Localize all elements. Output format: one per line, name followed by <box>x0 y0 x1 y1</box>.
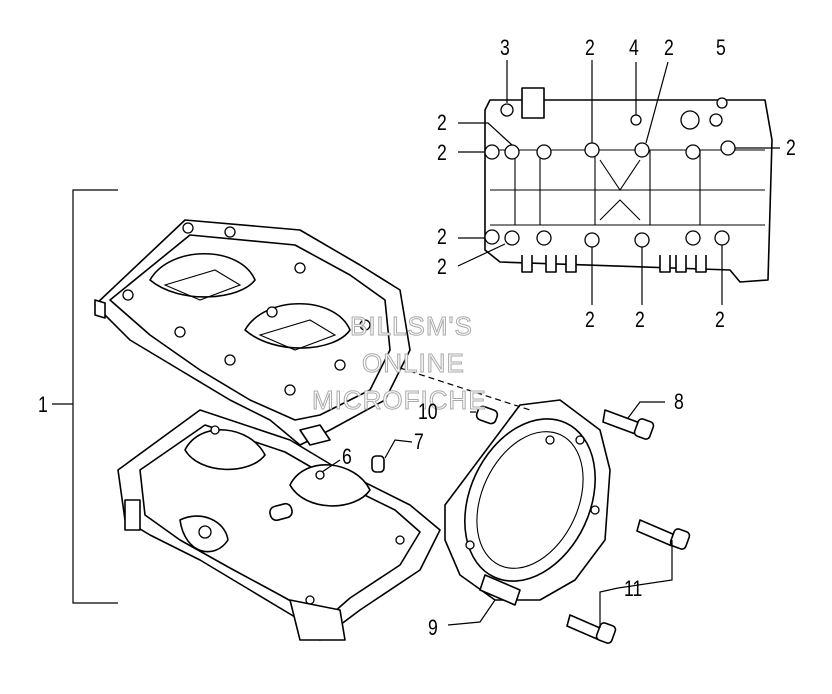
callout-1: 1 <box>38 392 48 417</box>
callout-10: 10 <box>418 399 438 424</box>
callout-2-bottom-c: 2 <box>715 307 725 332</box>
watermark-line-3: MICROFICHE <box>312 385 487 415</box>
callout-2-left-a: 2 <box>437 110 447 135</box>
callout-11: 11 <box>624 576 643 601</box>
crankcase-top-view <box>484 87 773 283</box>
callout-4: 4 <box>629 35 639 60</box>
callout-7: 7 <box>414 429 424 454</box>
callout-2-left-b: 2 <box>437 140 447 165</box>
bolt-11-upper <box>636 519 691 550</box>
dowel-pin-10 <box>475 405 499 425</box>
callout-2-top-a: 2 <box>585 35 595 60</box>
assembly-bracket <box>52 189 118 604</box>
watermark-line-1: BILLSM'S <box>350 311 473 341</box>
callout-9: 9 <box>428 615 438 640</box>
callout-3: 3 <box>500 35 510 60</box>
callout-2-bottom-b: 2 <box>635 307 645 332</box>
callout-2-bottom-a: 2 <box>585 307 595 332</box>
upper-crankcase <box>94 219 411 446</box>
callout-5: 5 <box>716 35 726 60</box>
callout-2-left-d: 2 <box>437 254 447 279</box>
bolt-11-lower <box>566 614 617 644</box>
callout-6: 6 <box>342 444 352 469</box>
callout-2-top-b: 2 <box>664 35 674 60</box>
watermark-line-2: ONLINE <box>362 348 465 378</box>
dowel-pin-7 <box>371 455 385 473</box>
callout-2-left-c: 2 <box>437 224 447 249</box>
callout-2-right: 2 <box>786 135 796 160</box>
bolt-8 <box>602 409 655 440</box>
callout-8: 8 <box>674 389 684 414</box>
leader-lines <box>321 60 780 628</box>
flange-housing <box>444 399 611 606</box>
lower-crankcase <box>117 409 441 641</box>
